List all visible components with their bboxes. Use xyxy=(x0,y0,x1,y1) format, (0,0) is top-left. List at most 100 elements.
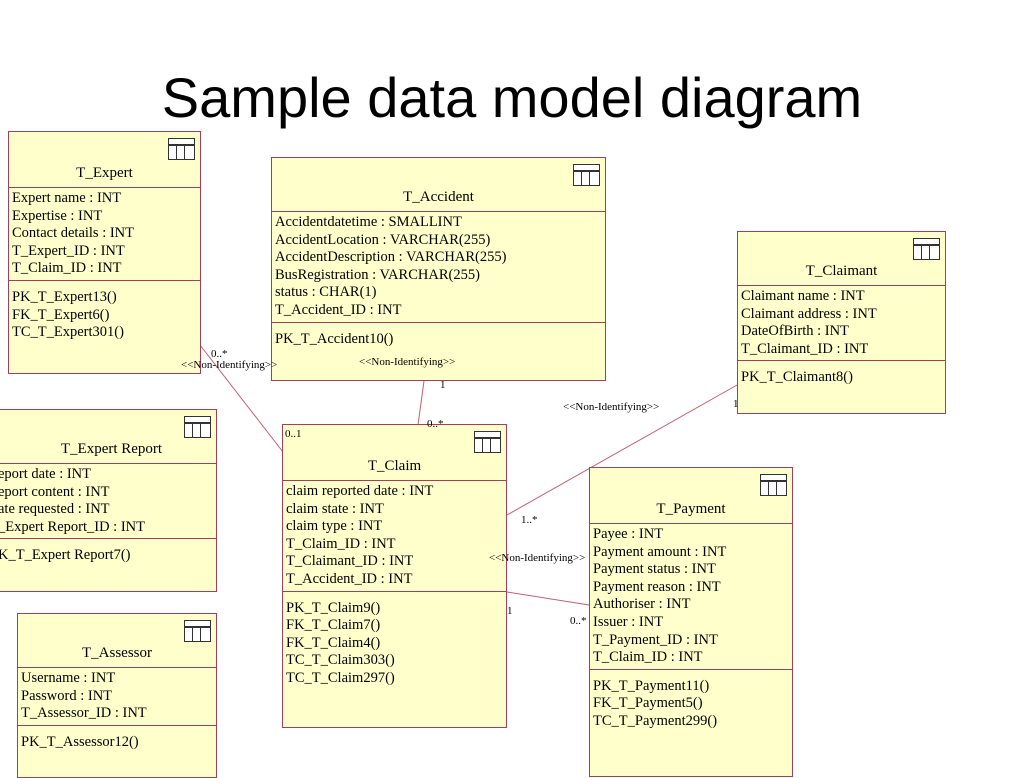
attribute-row: T_Claim_ID : INT xyxy=(593,649,703,666)
attribute-row: AccidentDescription : VARCHAR(255) xyxy=(275,249,507,266)
entity-name: T_Assessor xyxy=(82,645,152,661)
attribute-list: claim reported date : INT claim state : … xyxy=(283,481,506,592)
entity-header: T_Assessor xyxy=(18,614,216,668)
attribute-list: eport date : INT eport content : INT ate… xyxy=(0,464,216,540)
entity-header: T_Claimant xyxy=(738,232,945,286)
attribute-list: Expert name : INT Expertise : INT Contac… xyxy=(9,188,200,281)
attribute-row: Payee : INT xyxy=(593,526,664,542)
attribute-row: claim state : INT xyxy=(286,500,384,517)
attribute-row: T_Assessor_ID : INT xyxy=(21,705,147,722)
stereotype-label: <<Non-Identifying>> xyxy=(563,401,660,413)
table-icon xyxy=(184,416,211,438)
attribute-row: T_Claim_ID : INT xyxy=(12,260,122,277)
connector-claimant-claim[interactable] xyxy=(506,384,738,516)
entity-t-claim[interactable]: T_Claim claim reported date : INT claim … xyxy=(282,424,507,728)
table-icon xyxy=(913,238,940,260)
attribute-list: Payee : INT Payment amount : INT Payment… xyxy=(590,524,792,670)
attribute-row: eport date : INT xyxy=(0,466,92,482)
attribute-row: T_Accident_ID : INT xyxy=(275,301,402,318)
stereotype-label: <<Non-Identifying>> xyxy=(181,359,278,371)
attribute-row: Claimant name : INT xyxy=(741,288,865,304)
method-list: K_T_Expert Report7() xyxy=(0,539,216,567)
attribute-row: Username : INT xyxy=(21,670,116,686)
attribute-row: T_Accident_ID : INT xyxy=(286,570,413,587)
entity-header: T_Payment xyxy=(590,468,792,524)
stereotype-label: <<Non-Identifying>> xyxy=(489,552,586,564)
entity-name: T_Claim xyxy=(367,458,422,474)
attribute-list: Username : INT Password : INT T_Assessor… xyxy=(18,668,216,726)
connector-expert-claim[interactable] xyxy=(199,344,284,453)
method-row: PK_T_Claim9() xyxy=(286,599,381,616)
entity-header: T_Claim xyxy=(283,425,506,481)
method-row: PK_T_Payment11() xyxy=(593,677,710,694)
method-row: TC_T_Claim303() xyxy=(286,652,395,669)
attribute-row: Contact details : INT xyxy=(12,225,135,242)
attribute-row: AccidentLocation : VARCHAR(255) xyxy=(275,231,491,248)
multiplicity-label: 0..* xyxy=(570,615,587,627)
attribute-row: Accidentdatetime : SMALLINT xyxy=(275,214,462,230)
entity-header: T_Expert Report xyxy=(0,410,216,464)
table-icon xyxy=(760,474,787,496)
attribute-row: status : CHAR(1) xyxy=(275,284,377,301)
attribute-row: T_Expert_ID : INT xyxy=(12,242,125,259)
attribute-row: Issuer : INT xyxy=(593,613,664,630)
method-list: PK_T_Expert13() FK_T_Expert6() TC_T_Expe… xyxy=(9,281,200,344)
entity-t-payment[interactable]: T_Payment Payee : INT Payment amount : I… xyxy=(589,467,793,777)
method-row: FK_T_Claim4() xyxy=(286,634,381,651)
method-row: PK_T_Claimant8() xyxy=(741,369,853,386)
entity-t-accident[interactable]: T_Accident Accidentdatetime : SMALLINT A… xyxy=(271,157,606,381)
method-row: TC_T_Claim297() xyxy=(286,669,395,686)
attribute-row: _Expert Report_ID : INT xyxy=(0,518,145,535)
stereotype-label: <<Non-Identifying>> xyxy=(359,356,456,368)
slide-title: Sample data model diagram xyxy=(161,66,863,129)
entity-header: T_Accident xyxy=(272,158,605,212)
multiplicity-label: 0..1 xyxy=(285,428,302,440)
attribute-row: Payment reason : INT xyxy=(593,578,721,595)
method-row: K_T_Expert Report7() xyxy=(0,547,131,564)
table-icon xyxy=(474,431,501,453)
method-row: TC_T_Payment299() xyxy=(593,712,718,729)
attribute-row: T_Claimant_ID : INT xyxy=(741,340,869,357)
multiplicity-label: 0..* xyxy=(427,418,444,430)
attribute-row: BusRegistration : VARCHAR(255) xyxy=(275,266,480,283)
entity-name: T_Payment xyxy=(656,501,726,517)
attribute-row: T_Claimant_ID : INT xyxy=(286,553,414,570)
entity-name: T_Accident xyxy=(403,189,474,205)
entity-t-claimant[interactable]: T_Claimant Claimant name : INT Claimant … xyxy=(737,231,946,414)
method-row: PK_T_Expert13() xyxy=(12,288,117,305)
multiplicity-label: 1 xyxy=(440,379,446,391)
attribute-row: Claimant address : INT xyxy=(741,305,877,322)
attribute-row: claim type : INT xyxy=(286,518,383,535)
attribute-row: eport content : INT xyxy=(0,483,110,500)
connector-accident-claim[interactable] xyxy=(417,380,425,426)
method-list: PK_T_Accident10() xyxy=(272,323,605,351)
method-row: FK_T_Payment5() xyxy=(593,695,703,712)
attribute-row: T_Claim_ID : INT xyxy=(286,535,396,552)
method-row: TC_T_Expert301() xyxy=(12,324,124,341)
entity-header: T_Expert xyxy=(9,132,200,188)
entity-t-expert-report[interactable]: T_Expert Report eport date : INT eport c… xyxy=(0,409,217,592)
attribute-list: Accidentdatetime : SMALLINT AccidentLoca… xyxy=(272,212,605,323)
method-list: PK_T_Claim9() FK_T_Claim7() FK_T_Claim4(… xyxy=(283,592,506,690)
attribute-row: Expertise : INT xyxy=(12,207,103,224)
attribute-row: Payment amount : INT xyxy=(593,543,727,560)
entity-t-expert[interactable]: T_Expert Expert name : INT Expertise : I… xyxy=(8,131,201,374)
entity-t-assessor[interactable]: T_Assessor Username : INT Password : INT… xyxy=(17,613,217,778)
multiplicity-label: 1 xyxy=(507,605,513,617)
table-icon xyxy=(184,620,211,642)
entity-name: T_Claimant xyxy=(805,263,878,279)
multiplicity-label: 1..* xyxy=(521,514,538,526)
multiplicity-label: 0..* xyxy=(211,348,228,360)
attribute-row: DateOfBirth : INT xyxy=(741,323,849,340)
entity-name: T_Expert Report xyxy=(60,441,163,457)
connector-claim-payment[interactable] xyxy=(506,591,590,606)
attribute-row: Authoriser : INT xyxy=(593,596,691,613)
attribute-row: Password : INT xyxy=(21,687,113,704)
multiplicity-label: 1 xyxy=(733,398,739,410)
method-row: FK_T_Expert6() xyxy=(12,306,110,323)
entity-name: T_Expert xyxy=(76,165,133,181)
method-list: PK_T_Claimant8() xyxy=(738,361,945,389)
method-row: PK_T_Accident10() xyxy=(275,330,394,347)
attribute-row: Expert name : INT xyxy=(12,190,122,206)
